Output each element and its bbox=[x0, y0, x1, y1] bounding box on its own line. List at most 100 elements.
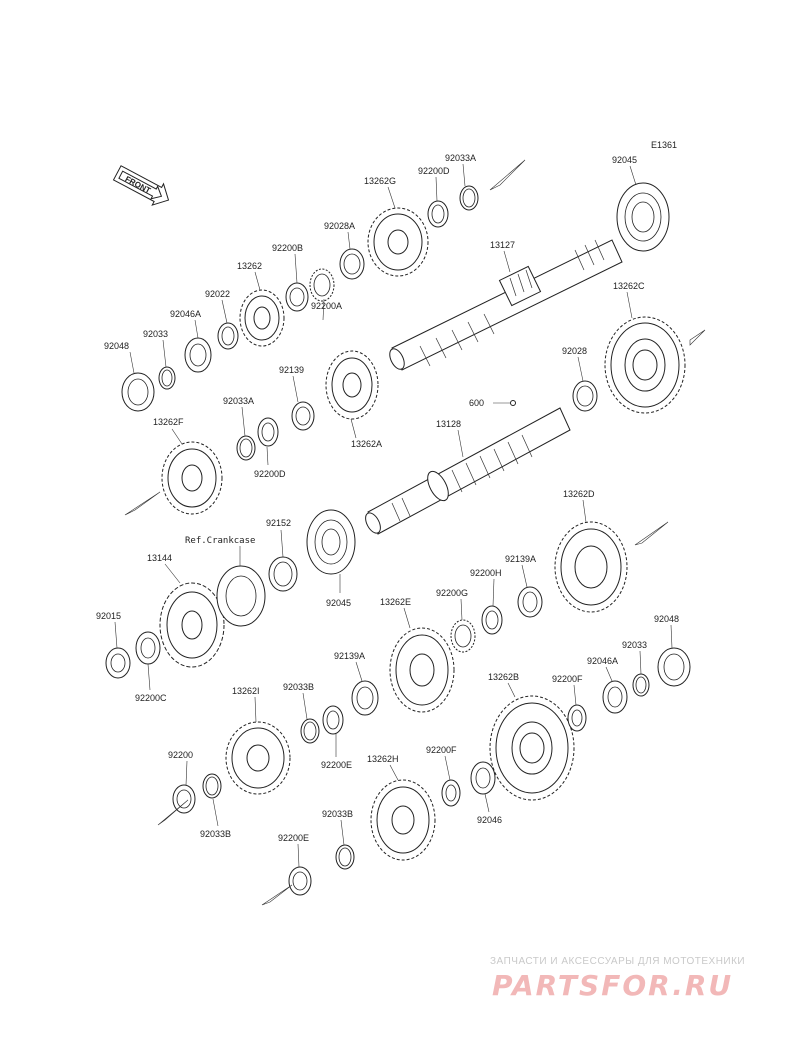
circlip-92033-right[interactable] bbox=[632, 673, 650, 697]
label-92033b-low: 92033B bbox=[200, 829, 231, 839]
pin-600[interactable] bbox=[493, 400, 516, 406]
label-13262i: 13262I bbox=[232, 686, 260, 696]
washer-92200b[interactable] bbox=[285, 282, 309, 312]
circlip-92033b-mid[interactable] bbox=[300, 718, 320, 744]
needle-bearing-92046[interactable] bbox=[470, 761, 496, 795]
washer-92200e-mid[interactable] bbox=[322, 705, 344, 735]
label-13262e: 13262E bbox=[380, 597, 411, 607]
gear-13262d[interactable] bbox=[554, 521, 628, 613]
washer-92022[interactable] bbox=[217, 322, 239, 350]
gear-13262g[interactable] bbox=[367, 207, 429, 277]
washer-92200g[interactable] bbox=[450, 619, 476, 653]
circlip-92033b-bot[interactable] bbox=[335, 844, 355, 870]
label-92033-right: 92033 bbox=[622, 640, 647, 650]
label-92200b: 92200B bbox=[272, 243, 303, 253]
label-13262d: 13262D bbox=[563, 489, 595, 499]
label-92028: 92028 bbox=[562, 346, 587, 356]
oil-seal-ref-crankcase[interactable] bbox=[216, 565, 266, 627]
washer-92200[interactable] bbox=[172, 784, 196, 814]
circlip-92033a-top[interactable] bbox=[459, 185, 479, 211]
label-92046: 92046 bbox=[477, 815, 502, 825]
label-92139: 92139 bbox=[279, 365, 304, 375]
label-92045-mid: 92045 bbox=[326, 598, 351, 608]
needle-bearing-92046a-top[interactable] bbox=[184, 337, 212, 373]
washer-92200e-bot[interactable] bbox=[288, 866, 312, 896]
label-92200f-low: 92200F bbox=[426, 745, 457, 755]
label-92139a-right: 92139A bbox=[505, 554, 536, 564]
bushing-92139[interactable] bbox=[291, 401, 315, 431]
gear-13262e[interactable] bbox=[389, 627, 455, 713]
label-13262c: 13262C bbox=[613, 281, 645, 291]
label-ref-crankcase: Ref.Crankcase bbox=[185, 536, 255, 546]
label-92139a-mid: 92139A bbox=[334, 651, 365, 661]
watermark-logo: PARTSFOR.RU bbox=[492, 969, 733, 1002]
gear-13262b[interactable] bbox=[489, 695, 575, 801]
label-13262g: 13262G bbox=[364, 176, 396, 186]
label-92033a-top: 92033A bbox=[445, 153, 476, 163]
washer-92200d-top[interactable] bbox=[427, 200, 449, 228]
label-13262b: 13262B bbox=[488, 672, 519, 682]
washer-92200f-right[interactable] bbox=[567, 704, 587, 732]
label-92048-top: 92048 bbox=[104, 341, 129, 351]
needle-bearing-92028a[interactable] bbox=[339, 248, 365, 280]
label-92200e-bot: 92200E bbox=[278, 833, 309, 843]
front-direction-arrow: FRONT bbox=[112, 165, 170, 206]
watermark: ЗАПЧАСТИ И АКСЕССУАРЫ ДЛЯ МОТОТЕХНИКИ PA… bbox=[490, 956, 745, 1002]
bushing-92048-right[interactable] bbox=[657, 647, 691, 687]
washer-92200d-mid[interactable] bbox=[257, 417, 279, 447]
needle-bearing-92046a-right[interactable] bbox=[602, 680, 628, 714]
collar-92152[interactable] bbox=[268, 556, 298, 592]
bushing-92028[interactable] bbox=[572, 380, 598, 412]
label-92033a-mid: 92033A bbox=[223, 396, 254, 406]
diagram-id: E1361 bbox=[651, 140, 677, 150]
label-92200d-mid: 92200D bbox=[254, 469, 286, 479]
sprocket-13144[interactable] bbox=[159, 582, 225, 668]
part-labels: 92033A 92200D 92045 13262G 92028A 92200B… bbox=[96, 153, 679, 843]
label-92200e-mid: 92200E bbox=[321, 760, 352, 770]
leader-lines bbox=[114, 163, 673, 868]
label-92200d-top: 92200D bbox=[418, 166, 450, 176]
circlip-92033a-mid[interactable] bbox=[236, 435, 256, 461]
label-92200a: 92200A bbox=[311, 301, 342, 311]
label-13262h: 13262H bbox=[367, 754, 399, 764]
label-13262f: 13262F bbox=[153, 417, 184, 427]
label-92046a-right: 92046A bbox=[587, 656, 618, 666]
label-92200c: 92200C bbox=[135, 693, 167, 703]
label-92045-top: 92045 bbox=[612, 155, 637, 165]
label-92152: 92152 bbox=[266, 518, 291, 528]
nut-92015[interactable] bbox=[105, 647, 131, 679]
label-92200g: 92200G bbox=[436, 588, 468, 598]
washer-92200c[interactable] bbox=[135, 631, 161, 665]
bearing-92045-mid[interactable] bbox=[306, 509, 356, 575]
gear-13262i[interactable] bbox=[225, 721, 291, 795]
gear-13262c[interactable] bbox=[604, 316, 686, 414]
gear-13262[interactable] bbox=[239, 289, 285, 347]
label-92048-right: 92048 bbox=[654, 614, 679, 624]
label-13128: 13128 bbox=[436, 419, 461, 429]
label-92033-top: 92033 bbox=[143, 329, 168, 339]
main-shaft-13127[interactable] bbox=[387, 239, 623, 372]
gear-13262f[interactable] bbox=[161, 441, 223, 515]
label-13144: 13144 bbox=[147, 553, 172, 563]
needle-bearing-92139a-mid[interactable] bbox=[351, 680, 379, 716]
label-600: 600 bbox=[469, 398, 484, 408]
bushing-92048-top[interactable] bbox=[121, 372, 155, 412]
label-92022: 92022 bbox=[205, 289, 230, 299]
washer-92200a[interactable] bbox=[309, 268, 335, 302]
label-92200: 92200 bbox=[168, 750, 193, 760]
label-13262a: 13262A bbox=[351, 439, 382, 449]
output-shaft-13128[interactable] bbox=[363, 407, 571, 536]
washer-92200h[interactable] bbox=[481, 605, 503, 635]
needle-bearing-92139a-right[interactable] bbox=[517, 586, 543, 618]
label-92015: 92015 bbox=[96, 611, 121, 621]
label-92046a-top: 92046A bbox=[170, 309, 201, 319]
gear-13262h[interactable] bbox=[370, 779, 436, 861]
circlip-92033-top[interactable] bbox=[158, 366, 176, 390]
washer-92200f-low[interactable] bbox=[441, 779, 461, 807]
label-92033b-bot: 92033B bbox=[322, 809, 353, 819]
gear-13262a[interactable] bbox=[325, 350, 379, 420]
watermark-tagline: ЗАПЧАСТИ И АКСЕССУАРЫ ДЛЯ МОТОТЕХНИКИ bbox=[490, 956, 745, 967]
bearing-92045-top[interactable] bbox=[616, 182, 670, 252]
circlip-92033b-low[interactable] bbox=[202, 773, 222, 799]
